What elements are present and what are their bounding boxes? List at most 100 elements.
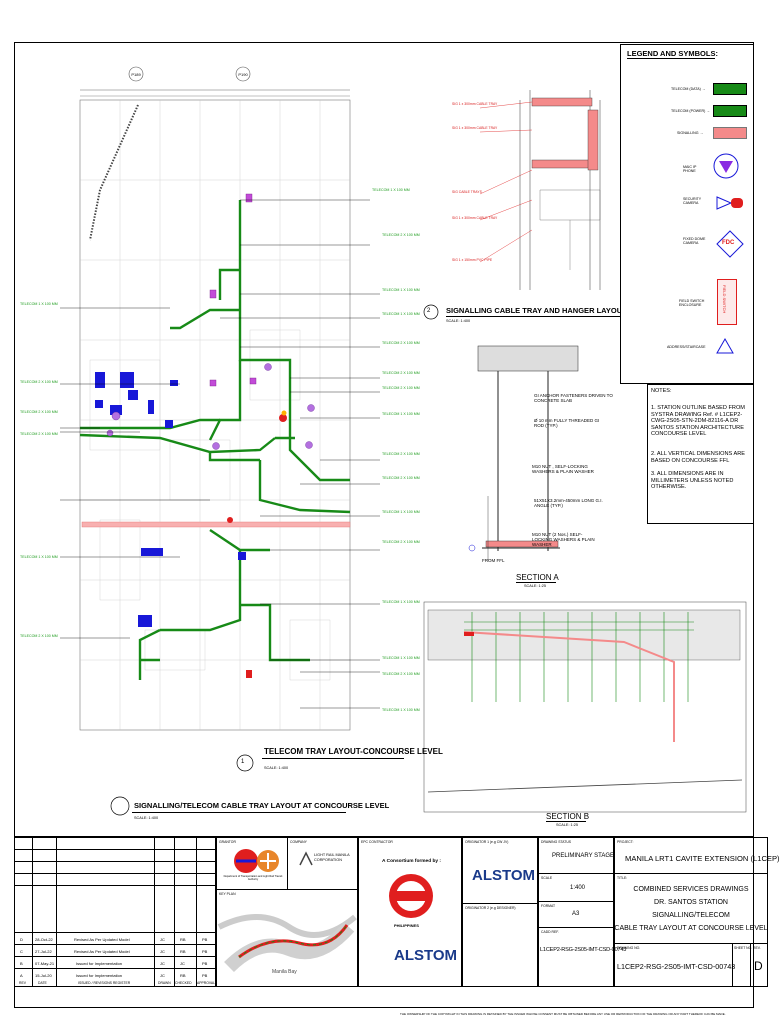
title-line: CABLE TRAY LAYOUT AT CONCOURSE LEVEL — [614, 925, 768, 932]
rev-row-drawn: JC — [160, 949, 165, 954]
rev-row-date: 15-Jul-20 — [35, 973, 52, 978]
rev-row-rev: C — [20, 949, 23, 954]
title-line: SIGNALLING/TELECOM — [652, 912, 730, 919]
legend-title: LEGEND AND SYMBOLS: — [627, 49, 718, 58]
originator2-label: ORIGINATOR 2 (e.g DESIGNER) — [465, 906, 516, 910]
telecom-label: TELECOM 1 X 100 MM — [382, 510, 420, 514]
telecom-label: TELECOM 2 X 100 MM — [382, 341, 420, 345]
rev-row-rev: B — [20, 961, 23, 966]
fse-text: FIELD SWITCH — [722, 285, 727, 314]
telecom-label-left: TELECOM 2 X 100 MM — [20, 634, 58, 638]
company-label: COMPANY — [290, 840, 307, 844]
rev-header-drawn: DRAWN — [158, 981, 171, 985]
hanger-label: SIG 1 x 300mm CABLE TRAY — [452, 216, 498, 220]
rev-row-approval: PB — [202, 937, 208, 942]
section-b-detail — [423, 601, 747, 813]
telecom-label: TELECOM 1 X 100 MM — [372, 188, 410, 192]
manila-bay-label: Manila Bay — [272, 969, 297, 975]
telecom-label: TELECOM 2 X 100 MM — [382, 672, 420, 676]
rev-header-approval: APPROVAL — [197, 981, 216, 985]
project-section — [614, 837, 768, 987]
signalling-hanger-layout — [479, 90, 601, 290]
view1-number: 1 — [241, 759, 245, 765]
grid-bubble-p190 — [235, 66, 251, 82]
rev-row-checked: RB — [180, 973, 186, 978]
legend-label-phone: MAIC IP PHONE — [683, 165, 697, 173]
lrmc-text: LIGHT RAIL MANILA CORPORATION — [314, 853, 350, 862]
rev-row-desc: Issued for Implementation — [76, 973, 123, 978]
signalling-tray — [81, 521, 351, 528]
rev-row-date: 07-May-21 — [35, 961, 55, 966]
notes-panel: NOTES: 1. STATION OUTLINE BASED FROM SYS… — [647, 384, 754, 524]
rev-row-checked: JC — [180, 961, 185, 966]
section-a-detail — [468, 345, 579, 561]
main-drawing-title: SIGNALLING/TELECOM CABLE TRAY LAYOUT AT … — [134, 801, 390, 810]
telecom-label-left: TELECOM 2 X 100 MM — [20, 380, 58, 384]
lrmc-logo — [299, 851, 313, 866]
revision-table — [14, 837, 216, 987]
legend-label-field-switch: FIELD SWITCH ENCLOSURE — [679, 299, 705, 307]
telecom-label: TELECOM 1 X 100 MM — [382, 412, 420, 416]
dotr-logo — [234, 849, 279, 873]
cad-label: CADD REF. — [541, 930, 559, 934]
section-a-note: M10 NUT (2 Nos.) SELF-LOCKING WASHERS & … — [532, 532, 595, 547]
telecom-label-left: TELECOM 2 X 100 MM — [20, 432, 58, 436]
triangle-icon — [716, 337, 734, 354]
hanger-label: SIG CABLE TRAYS — [452, 190, 482, 194]
equipment-blocks — [95, 372, 246, 627]
note-1: 1. STATION OUTLINE BASED FROM SYSTRA DRA… — [651, 405, 745, 438]
telecom-data-swatch — [713, 83, 747, 95]
consortium-logo — [389, 874, 433, 918]
section-a-ffl: FROM FFL — [482, 558, 505, 563]
title-block: D 28-Oct-22 Revised As Per Updated Model… — [14, 836, 780, 987]
telecom-label-left: TELECOM 1 X 100 MM — [20, 302, 58, 306]
consortium-label: A Consortium formed by : — [382, 859, 441, 864]
rev-row-drawn: JC — [160, 961, 165, 966]
alstom-logo-epc: ALSTOM — [394, 947, 458, 964]
format-label: FORMAT — [541, 904, 556, 908]
telecom-tray-routes — [79, 200, 351, 680]
section-a-title: SECTION A — [516, 573, 559, 582]
title-line: COMBINED SERVICES DRAWINGS — [633, 886, 749, 893]
title-label: TITLE: — [617, 876, 628, 880]
drawing-no-label: DRAWING NO. — [617, 946, 641, 950]
rev-row-checked: RB — [180, 949, 186, 954]
hanger-label: SIG 1 x 300mm CABLE TRAY — [452, 102, 498, 106]
telecom-power-swatch — [713, 105, 747, 117]
rev-label: REV. — [753, 946, 761, 950]
signalling-swatch — [713, 127, 747, 139]
legend-label-dome-camera: FIXED DOME CAMERA — [683, 237, 706, 245]
title-line: DR. SANTOS STATION — [654, 899, 728, 906]
rev-row-desc: Revised As Per Updated Model — [74, 949, 130, 954]
sheet-no-label: SHEET NO. — [734, 946, 753, 950]
project-value: MANILA LRT1 CAVITE EXTENSION (L1CEP) — [625, 854, 780, 863]
telecom-label: TELECOM 2 X 100 MM — [382, 371, 420, 375]
grid-label-p190: P190 — [238, 72, 248, 77]
phone-icon — [713, 153, 739, 179]
rev-row-drawn: JC — [160, 973, 165, 978]
rev-row-date: 27-Jul-22 — [35, 949, 52, 954]
section-a-scale: SCALE: 1:25 — [524, 584, 546, 588]
rev-row-rev: D — [20, 937, 23, 942]
legend-label-signalling: SIGNALLING → — [677, 131, 704, 135]
rev-header-register: ISSUED / REVISIONS REGISTER — [78, 981, 131, 985]
legend-label-address: ADDRESS/STAIRCASE — [667, 345, 706, 349]
view2-title: SIGNALLING CABLE TRAY AND HANGER LAYOUT-… — [446, 306, 704, 315]
hanger-label: SIG 1 x 300mm CABLE TRAY — [452, 126, 498, 130]
cad-ref-value: L1CEP2-RSG-2S05-IMT-CSD-00743 — [540, 947, 627, 953]
grid-bubble-p189 — [128, 66, 144, 82]
main-drawing-scale: SCALE: 1:400 — [134, 816, 159, 820]
hanger-label: SIG 1 x 150mm PVC PIPE — [452, 258, 493, 262]
grid-label-p189: P189 — [131, 72, 141, 77]
legend-label-telecom-power: TELECOM (POWER) → — [671, 109, 710, 113]
section-b-title: SECTION B — [546, 812, 590, 821]
switch-enclosure-icon — [717, 279, 737, 325]
rev-row-checked: RB — [180, 937, 186, 942]
rev-row-approval: PB — [202, 961, 208, 966]
format-value: A3 — [572, 911, 580, 917]
epc-label: EPC CONTRACTOR — [361, 840, 393, 844]
keyplan-label: KEY PLAN — [219, 892, 236, 896]
legend-label-telecom-data: TELECOM (DATA) → — [671, 87, 706, 91]
grantor-label: GRANTOR — [219, 840, 236, 844]
section-a-note: Ø 10 mm FULLY THREADED GI ROD (TYP.) — [534, 418, 600, 428]
